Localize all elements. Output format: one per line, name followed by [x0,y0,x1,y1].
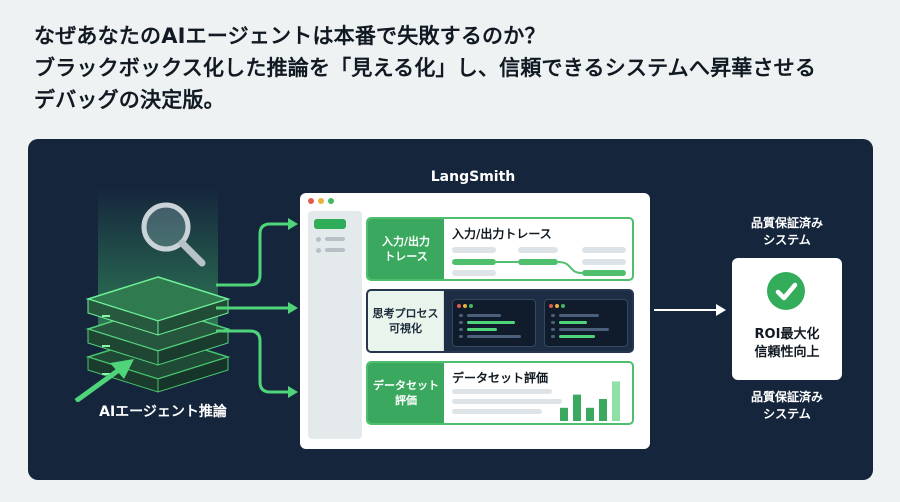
eval-bar [586,407,594,421]
dataset-card[interactable]: データセット 評価 データセット評価 [366,361,634,425]
eval-bar [612,381,620,421]
sidebar-item[interactable] [325,248,345,252]
trace-bar [452,259,496,265]
text-line [452,389,552,394]
trace-bar [582,259,626,265]
ai-agent-label: AIエージェント推論 [99,404,227,420]
reasoning-card-tag: 思考プロセス 可視化 [368,291,444,351]
sidebar-item-icon [316,248,321,253]
trace-card[interactable]: 入力/出力 トレース 入力/出力トレース [366,217,634,281]
close-dot-icon[interactable] [308,198,314,204]
evaluation-bar-chart [560,381,620,421]
trace-bar [452,270,496,276]
diagram-panel: AIエージェント推論 LangSmith 入力/出力 トレース 入力/出力トレー [28,139,873,480]
trace-card-tag: 入力/出力 トレース [368,219,444,279]
window-controls [300,193,650,209]
dataset-card-heading: データセット評価 [452,371,549,385]
headline-line-2: ブラックボックス化した推論を「見える化」し、信頼できるシステムへ昇華させる [34,56,817,80]
result-top-label: 品質保証済み システム [750,216,823,247]
reasoning-card[interactable]: 思考プロセス 可視化 [366,289,634,353]
sidebar-item-icon [316,237,321,242]
text-line [452,409,542,414]
connector-arrows [216,218,726,398]
check-icon [767,272,805,310]
trace-card-heading: 入力/出力トレース [452,227,552,241]
result-box: ROI最大化 信頼性向上 [732,258,842,380]
trace-bar [518,247,558,253]
result-bottom-label: 品質保証済み システム [750,390,823,421]
trace-bar [452,247,496,253]
dataset-card-tag: データセット 評価 [368,363,444,423]
headline-line-1: なぜあなたのAIエージェントは本番で失敗するのか？ [34,24,546,48]
sidebar-item[interactable] [325,237,345,241]
eval-bar [560,407,568,421]
minimize-dot-icon[interactable] [318,198,324,204]
result-box-text: ROI最大化 信頼性向上 [754,327,820,360]
eval-bar [573,394,581,421]
sidebar-active-item[interactable] [314,219,346,229]
langsmith-window: 入力/出力 トレース 入力/出力トレース 思考プロセス 可視化 [300,193,650,449]
trace-connector [495,261,583,274]
reasoning-panel-left [452,299,536,347]
trace-bar [582,247,626,253]
eval-bar [599,399,607,421]
trace-bar [518,259,558,265]
headline: なぜあなたのAIエージェントは本番で失敗するのか？ ブラックボックス化した推論を… [34,20,884,116]
langsmith-title: LangSmith [430,169,516,185]
trace-bar [582,270,626,276]
headline-line-3: デバッグの決定版。 [34,88,225,112]
text-line [452,399,562,404]
sidebar [308,211,362,439]
reasoning-panel-right [544,299,628,347]
maximize-dot-icon[interactable] [328,198,334,204]
